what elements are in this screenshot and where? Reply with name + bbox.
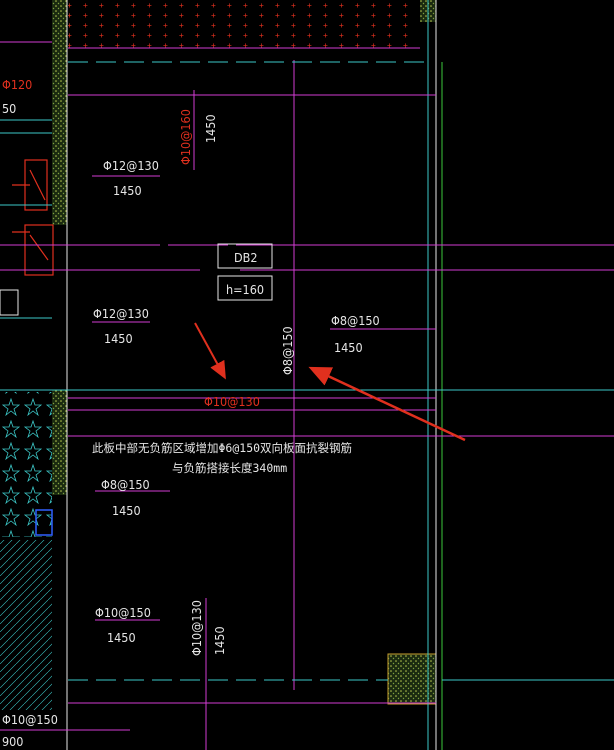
rebar-label: Φ8@150 [331,313,380,328]
rebar-label: Φ10@150 [95,605,151,620]
rebar-label: 50 [2,101,16,116]
panel-thickness: h=160 [226,282,264,297]
diag-hatch-left [0,540,52,710]
fixture-left [12,159,54,276]
star-hatch-left [0,392,52,537]
rebar-label: 900 [2,734,23,749]
annotation-arrow-2 [308,366,466,442]
note-line-1: 此板中部无负筋区域增加Φ6@150双向板面抗裂钢筋 [92,441,352,455]
rebar-label: 1450 [107,630,136,645]
wall-hatch-left-lower [52,390,67,495]
panel-id: DB2 [234,250,258,265]
rebar-label: Φ120 [2,77,32,92]
rebar-label: 1450 [203,114,218,143]
blue-box [35,509,53,536]
rebar-label: Φ8@150 [101,477,150,492]
note-line-2: 与负筋搭接长度340mm [172,461,287,475]
beam-hatch-top [68,0,418,48]
wall-hatch-left-upper [52,0,67,225]
small-box-left [0,289,19,316]
rebar-label: Φ12@130 [93,306,149,321]
rebar-label: Φ10@130 [189,600,204,656]
column-hatch-bottom [387,653,437,705]
rebar-label: 1450 [334,340,363,355]
rebar-label: Φ12@130 [103,158,159,173]
rebar-label: Φ10@150 [2,712,58,727]
panel-id-box [217,243,273,269]
rebar-label: 1450 [212,626,227,655]
panel-thickness-box [217,275,273,301]
rebar-label: 1450 [104,331,133,346]
rebar-label: Φ10@160 [178,109,193,165]
rebar-label: 1450 [113,183,142,198]
annotation-arrow-1 [194,322,226,380]
rebar-label: 1450 [112,503,141,518]
rebar-label: Φ10@130 [204,394,260,409]
rebar-label: Φ8@150 [280,326,295,375]
